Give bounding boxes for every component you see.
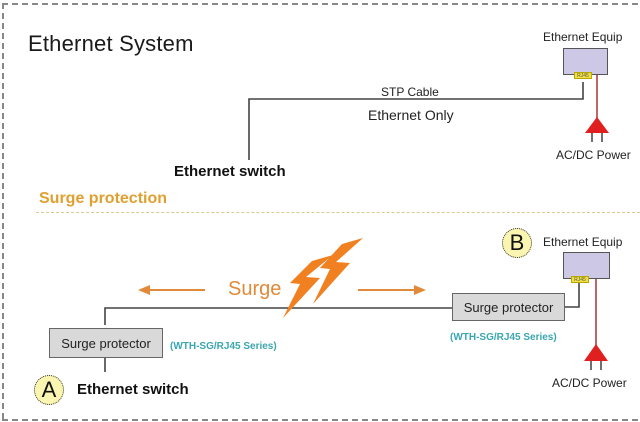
- protector-b-to-equip-line: [565, 279, 580, 308]
- ethernet-equip-label-top: Ethernet Equip: [543, 30, 623, 44]
- stp-cable-label: STP Cable: [381, 85, 439, 99]
- surge-label: Surge: [228, 278, 282, 300]
- page-title: Ethernet System: [28, 31, 194, 56]
- frame-border-left: [2, 3, 4, 419]
- ethernet-switch-label-top: Ethernet switch: [174, 163, 286, 180]
- badge-b: B: [502, 228, 532, 258]
- protector-b-series: (WTH-SG/RJ45 Series): [450, 332, 557, 343]
- ethernet-equip-device-top: [563, 48, 608, 75]
- frame-border-top: [2, 3, 638, 5]
- surge-protector-a: Surge protector: [49, 328, 163, 358]
- arrow-right-icon: [358, 285, 426, 295]
- power-label-bottom: AC/DC Power: [552, 376, 627, 390]
- ethernet-equip-label-bottom: Ethernet Equip: [543, 235, 623, 249]
- power-plug-icon-top: [585, 117, 609, 133]
- lightning-icon: [283, 238, 363, 318]
- stp-cable-line: [248, 82, 584, 160]
- ethernet-only-label: Ethernet Only: [368, 107, 454, 123]
- rj45-port-top: RJ45: [574, 72, 592, 79]
- surge-cable-line: [104, 307, 452, 325]
- power-plug-icon-bottom: [584, 344, 608, 361]
- surge-protector-b: Surge protector: [452, 293, 565, 321]
- power-label-top: AC/DC Power: [556, 148, 631, 162]
- protector-a-series: (WTH-SG/RJ45 Series): [170, 341, 277, 352]
- frame-border-bottom: [2, 419, 638, 421]
- ethernet-equip-device-bottom: [563, 252, 610, 279]
- rj45-port-bottom: RJ45: [571, 276, 589, 283]
- arrow-left-icon: [138, 285, 205, 295]
- ethernet-switch-label-bottom: Ethernet switch: [77, 381, 189, 398]
- section-divider: [36, 212, 640, 213]
- section-heading: Surge protection: [39, 190, 168, 207]
- badge-a: A: [34, 375, 64, 405]
